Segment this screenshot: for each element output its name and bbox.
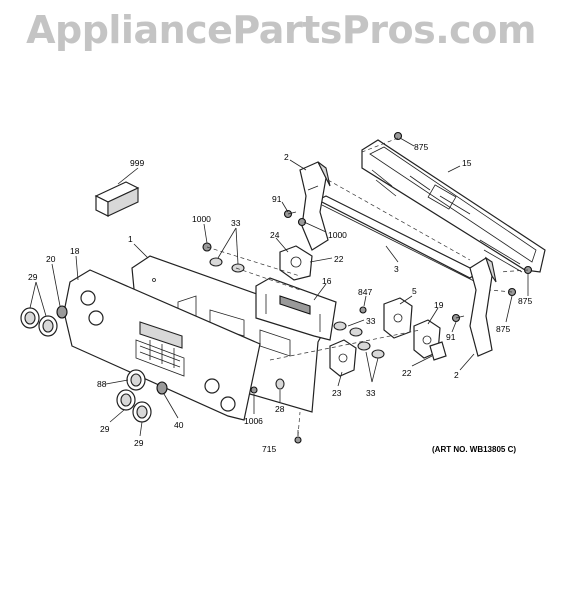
packaged-item-box	[94, 181, 140, 217]
callout-33: 33	[366, 316, 376, 326]
screw-847	[359, 306, 367, 314]
screw-91a	[283, 209, 297, 219]
callout-16: 16	[322, 276, 332, 286]
rear-panel	[361, 139, 546, 273]
screw-1006	[250, 386, 258, 394]
knob-seat-20	[56, 305, 68, 319]
art-number: (ART NO. WB13805 C)	[432, 445, 516, 454]
spacer-33-group-b	[333, 321, 363, 337]
knob-29-pair	[20, 307, 58, 337]
screw-28	[275, 378, 285, 390]
knob-29-lower-left	[116, 389, 136, 411]
callout-1000: 1000	[192, 214, 211, 224]
callout-23: 23	[332, 388, 342, 398]
callout-19: 19	[434, 300, 444, 310]
switch-part-24	[279, 245, 313, 281]
leader-lines	[29, 137, 529, 437]
callout-2: 2	[454, 370, 459, 380]
knob-88	[126, 369, 146, 391]
assembly-lines	[206, 137, 529, 437]
callout-88: 88	[97, 379, 107, 389]
callout-29: 29	[100, 424, 110, 434]
screw-875a	[393, 131, 403, 141]
side-bracket-left	[299, 161, 331, 251]
callout-3: 3	[394, 264, 399, 274]
callout-28: 28	[275, 404, 285, 414]
screw-715	[294, 430, 302, 444]
screw-1000b	[297, 217, 307, 227]
callout-91: 91	[272, 194, 282, 204]
callout-33: 33	[366, 388, 376, 398]
side-bracket-right	[469, 256, 497, 357]
callout-715: 715	[262, 444, 276, 454]
callout-labels: 999 1000 33 1 18 20 29 88 29 29 40 1006 …	[28, 142, 532, 454]
callout-22: 22	[402, 368, 412, 378]
control-board	[255, 277, 337, 341]
knob-29-lower	[132, 401, 152, 423]
callout-40: 40	[174, 420, 184, 430]
knob-seat-40	[156, 381, 168, 395]
spacer-33-group-c	[357, 341, 385, 359]
callout-22: 22	[334, 254, 344, 264]
callout-91: 91	[446, 332, 456, 342]
switch-part-23	[329, 339, 357, 377]
screw-91b	[451, 313, 465, 323]
callout-1000: 1000	[328, 230, 347, 240]
callout-15: 15	[462, 158, 472, 168]
callout-875: 875	[518, 296, 532, 306]
callout-999: 999	[130, 158, 144, 168]
callout-24: 24	[270, 230, 280, 240]
callout-2: 2	[284, 152, 289, 162]
callout-18: 18	[70, 246, 80, 256]
callout-875: 875	[414, 142, 428, 152]
callout-33: 33	[231, 218, 241, 228]
spacer-33-group-a	[209, 257, 245, 273]
callout-1006: 1006	[244, 416, 263, 426]
callout-20: 20	[46, 254, 56, 264]
switch-part-5	[383, 297, 413, 339]
watermark: AppliancePartsPros.com	[26, 8, 536, 52]
callout-847: 847	[358, 287, 372, 297]
callout-29: 29	[28, 272, 38, 282]
callout-29: 29	[134, 438, 144, 448]
callout-5: 5	[412, 286, 417, 296]
callout-1: 1	[128, 234, 133, 244]
callout-875: 875	[496, 324, 510, 334]
clip-22b	[429, 341, 447, 361]
front-faceplate	[63, 269, 261, 421]
